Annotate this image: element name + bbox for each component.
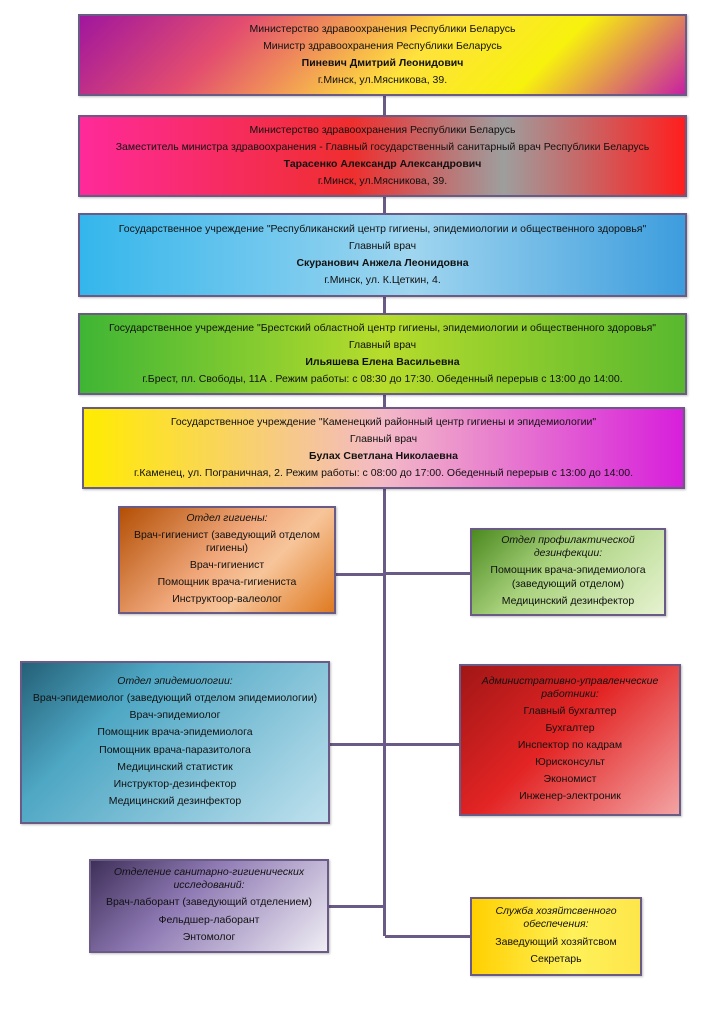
staff-item: Инспектор по кадрам <box>517 739 623 751</box>
connector-disinfection <box>385 572 471 575</box>
connector-sanitary <box>329 905 384 908</box>
person-name: Пиневич Дмитрий Леонидович <box>301 57 464 69</box>
person-name: Булах Светлана Николаевна <box>309 450 458 462</box>
staff-item: Помощник врача-паразитолога <box>99 743 251 756</box>
household-service-box: Служба хозяйтсвенного обеспечения: Завед… <box>470 897 642 976</box>
position: Главный врач <box>348 338 417 351</box>
department-title: Отдел профилактической дезинфекции: <box>501 534 635 560</box>
staff-item: Бухгалтер <box>545 721 595 734</box>
ministry-box: Министерство здравоохранения Республики … <box>78 14 687 96</box>
staff-item: Врач-эпидемиолог <box>129 709 221 722</box>
staff-item: Помощник врача-гигиениста <box>157 576 297 589</box>
connector-main-vertical <box>383 96 386 936</box>
department-title: Служба хозяйтсвенного обеспечения: <box>495 905 617 931</box>
department-title: Отдел гигиены: <box>186 511 268 524</box>
person-name: Ильяшева Елена Васильевна <box>305 356 460 368</box>
connector-hygiene <box>336 573 384 576</box>
department-title: Отделение санитарно-гигиенических исслед… <box>113 866 305 892</box>
admin-department-box: Административно-управленческие работники… <box>459 664 681 816</box>
department-title: Административно-управленческие работники… <box>481 674 659 700</box>
person-name: Скуранович Анжела Леонидовна <box>296 257 469 269</box>
staff-item: Помощник врача-эпидемиолога <box>97 726 253 739</box>
position: Главный врач <box>349 432 418 445</box>
staff-item: Медицинский статистик <box>117 760 233 773</box>
department-title: Отдел эпидемиологии: <box>117 675 233 687</box>
epidemiology-department-box: Отдел эпидемиологии: Врач-эпидемиолог (з… <box>20 661 330 824</box>
institution-name: Государственное учреждение "Каменецкий р… <box>170 415 597 428</box>
staff-item: Энтомолог <box>182 930 236 943</box>
address: г.Брест, пл. Свободы, 11А . Режим работы… <box>142 373 623 386</box>
staff-item: Врач-лаборант (заведующий отделением) <box>105 896 313 909</box>
institution-name: Государственное учреждение "Брестский об… <box>108 321 657 334</box>
address: г.Минск, ул.Мясникова, 39. <box>317 74 448 87</box>
connector-household <box>385 935 471 938</box>
ministry-name: Министерство здравоохранения Республики … <box>249 22 516 35</box>
staff-item: Фельдшер-лаборант <box>158 913 260 926</box>
staff-item: Экономист <box>543 773 597 786</box>
disinfection-department-box: Отдел профилактической дезинфекции: Помо… <box>470 528 666 616</box>
staff-item: Медицинский дезинфектор <box>108 794 242 807</box>
staff-item: Медицинский дезинфектор <box>501 594 635 607</box>
staff-item: Врач-эпидемиолог (заведующий отделом эпи… <box>32 692 318 705</box>
staff-item: Инженер-электроник <box>519 790 621 803</box>
position: Главный врач <box>348 239 417 252</box>
brest-center-box: Государственное учреждение "Брестский об… <box>78 313 687 395</box>
connector-admin <box>385 743 460 746</box>
republican-center-box: Государственное учреждение "Республиканс… <box>78 213 687 297</box>
hygiene-department-box: Отдел гигиены: Врач-гигиенист (заведующи… <box>118 506 336 614</box>
address: г.Минск, ул.Мясникова, 39. <box>317 175 448 188</box>
position: Министр здравоохранения Республики Белар… <box>263 39 502 52</box>
position: Заместитель министра здравоохранения - Г… <box>115 140 650 153</box>
person-name: Тарасенко Александр Александрович <box>283 158 482 170</box>
staff-item: Заведующий хозяйтсвом <box>495 935 617 948</box>
address: г.Минск, ул. К.Цеткин, 4. <box>324 274 441 287</box>
kamenets-center-box: Государственное учреждение "Каменецкий р… <box>82 407 685 489</box>
staff-item: Секретарь <box>530 952 582 965</box>
staff-item: Врач-гигиенист <box>189 559 265 571</box>
deputy-minister-box: Министерство здравоохранения Республики … <box>78 115 687 197</box>
staff-item: Инструктор-дезинфектор <box>113 777 237 790</box>
staff-item: Юрисконсульт <box>535 756 605 769</box>
address: г.Каменец, ул. Пограничная, 2. Режим раб… <box>133 467 634 480</box>
staff-item: Инструктоор-валеолог <box>172 593 282 606</box>
sanitary-research-department-box: Отделение санитарно-гигиенических исслед… <box>89 859 329 953</box>
staff-item: Помощник врача-эпидемиолога (заведующий … <box>490 564 646 590</box>
connector-epidemiology <box>330 743 384 746</box>
ministry-name: Министерство здравоохранения Республики … <box>249 123 516 136</box>
staff-item: Главный бухгалтер <box>523 704 617 717</box>
staff-item: Врач-гигиенист (заведующий отделом гигие… <box>133 528 321 554</box>
institution-name: Государственное учреждение "Республиканс… <box>118 222 647 235</box>
